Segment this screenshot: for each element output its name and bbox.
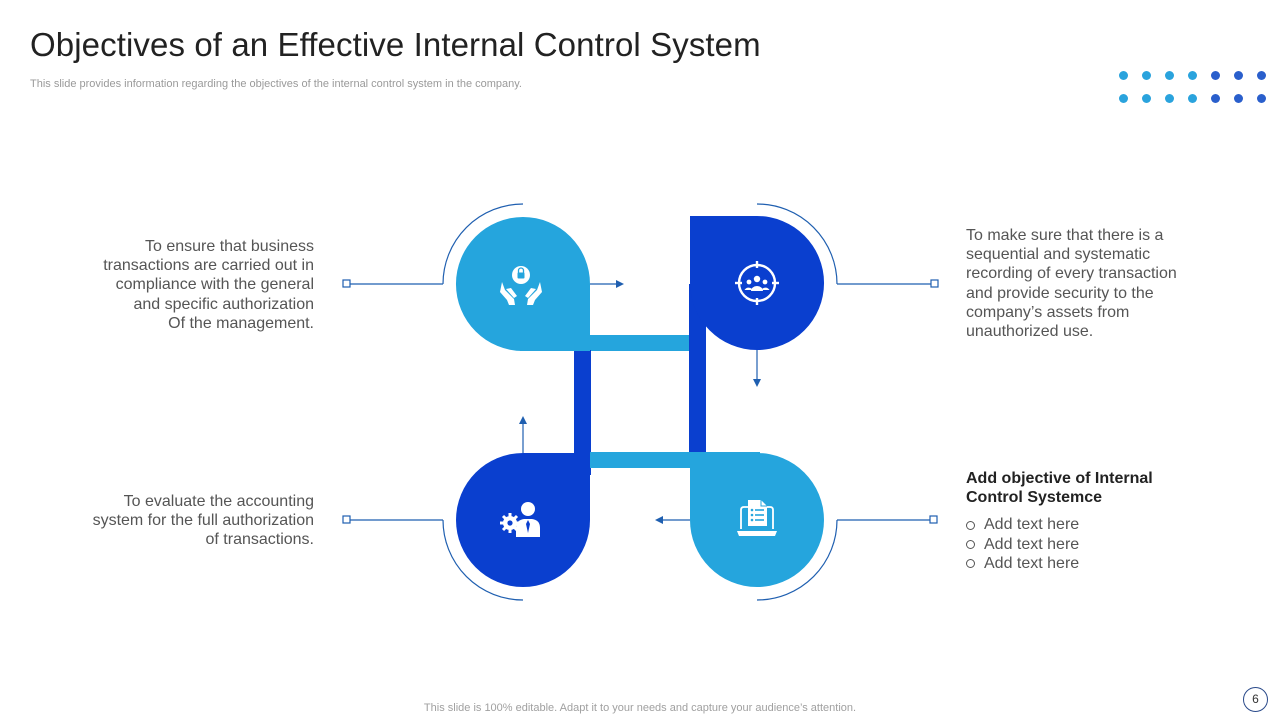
objective-heading: Add objective of Internal Control System… [966,469,1196,507]
text-line: Of the management. [168,314,314,332]
heading-line: Add objective of Internal [966,470,1153,487]
dot-icon [1119,94,1128,103]
heading-line: Control Systemce [966,489,1103,507]
list-item: Add text here [966,554,1196,573]
bullet-text: Add text here [984,516,1080,534]
slide-subtitle: This slide provides information regardin… [30,78,522,90]
text-line: To make sure that there is a [966,227,1164,244]
text-line: recording of every transaction [966,265,1177,283]
text-line: company’s assets from [966,303,1130,321]
bullet-circle-icon [966,558,975,568]
slide-title: Objectives of an Effective Internal Cont… [30,26,761,63]
text-line: and provide security to the [966,284,1154,302]
hands-lock-icon [500,266,542,305]
marker-bottom-left [342,515,351,524]
bullet-text: Add text here [984,535,1080,553]
text-line: To ensure that business [145,238,314,255]
text-line: sequential and systematic [966,246,1151,264]
businessman-gear-icon [500,502,540,537]
dot-icon [1142,71,1151,80]
connector-bar-right [689,284,706,454]
bullet-list: Add text here Add text here Add text her… [966,515,1196,573]
objective-text-top-right: To make sure that there is a sequential … [966,226,1188,341]
dot-icon [1234,71,1243,80]
text-line: and specific authorization [133,295,314,313]
list-item: Add text here [966,535,1196,554]
bullet-circle-icon [966,539,975,549]
text-line: of transactions. [205,531,315,549]
circle-top-left [455,217,590,352]
marker-bottom-right [929,515,938,524]
page-number: 6 [1243,687,1268,712]
dot-icon [1257,71,1266,80]
slide-footer: This slide is 100% editable. Adapt it to… [423,702,857,714]
arc-bottom-left [442,519,524,601]
dot-icon [1257,94,1266,103]
objective-text-bottom-right: Add objective of Internal Control System… [966,469,1196,573]
dot-icon [1165,94,1174,103]
dot-icon [1165,71,1174,80]
laptop-checklist-icon [737,500,777,536]
bullet-text: Add text here [984,554,1080,572]
arrow-right [590,280,624,288]
objective-text-top-left: To ensure that business transactions are… [60,237,314,333]
decorative-dots [1119,71,1279,105]
dot-icon [1188,94,1197,103]
connector-bar-left [574,350,591,475]
arrow-down [753,350,761,387]
dot-icon [1119,71,1128,80]
objective-text-bottom-left: To evaluate the accounting system for th… [60,492,314,550]
marker-top-left [342,279,351,288]
text-line: unauthorized use. [966,323,1094,341]
arc-top-left [442,203,524,285]
dot-icon [1142,94,1151,103]
dot-icon [1188,71,1197,80]
circle-top-right [690,216,825,350]
dot-icon [1211,94,1220,103]
bullet-circle-icon [966,520,975,530]
text-line: compliance with the general [115,276,314,294]
arrow-up [519,416,527,453]
arc-bottom-right [756,519,838,601]
marker-top-right [930,279,939,288]
text-line: transactions are carried out in [103,257,314,275]
list-item: Add text here [966,515,1196,534]
text-line: To evaluate the accounting [123,493,314,510]
target-people-icon [735,261,779,305]
dot-icon [1211,71,1220,80]
arrow-left [655,516,690,524]
dot-icon [1234,94,1243,103]
text-line: system for the full authorization [92,512,314,530]
arc-top-right [756,203,838,285]
